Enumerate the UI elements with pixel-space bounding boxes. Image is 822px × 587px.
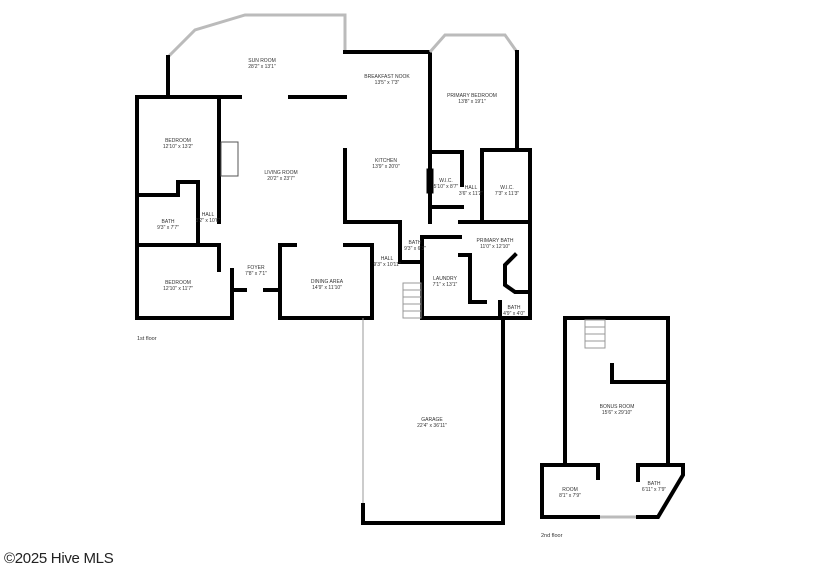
room-label-wic-2: W.I.C.7'3" x 11'3": [494, 185, 520, 197]
floor-label-first: 1st floor: [137, 336, 157, 342]
room-label-wic-1: W.I.C.5'10" x 8'7": [433, 178, 459, 190]
floor-label-second: 2nd floor: [541, 533, 563, 539]
watermark: ©2025 Hive MLS: [4, 550, 114, 567]
first-floor-walls: [135, 13, 532, 525]
second-floor-walls: [540, 316, 685, 519]
